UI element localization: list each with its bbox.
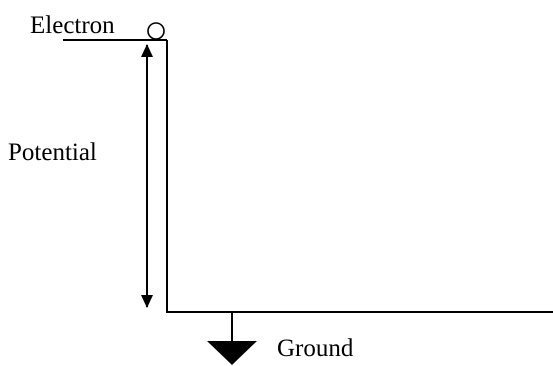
electron-icon (147, 22, 165, 40)
electron-label: Electron (30, 12, 115, 39)
ground-icon (207, 341, 257, 365)
ground-label: Ground (277, 335, 354, 362)
potential-label: Potential (8, 139, 97, 166)
